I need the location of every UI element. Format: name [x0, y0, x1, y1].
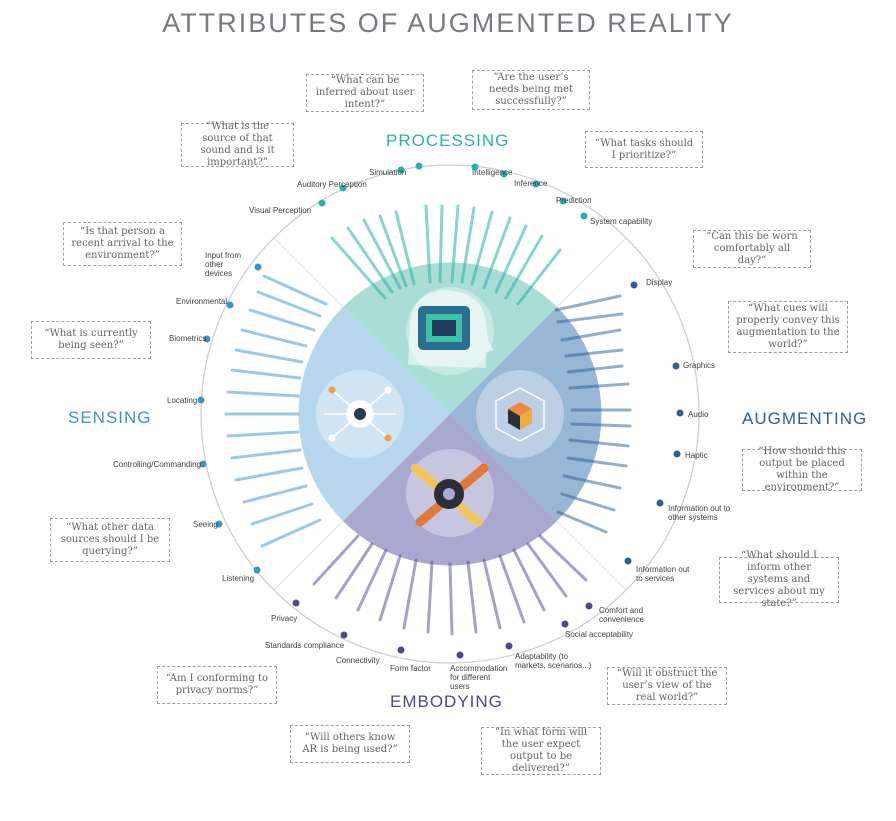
question-currently-seen: “What is currently being seen?” — [31, 321, 151, 359]
attr-comfort-convenience: Comfort and convenience — [599, 606, 644, 624]
ring-dots-processing — [318, 162, 588, 220]
attr-info-out-services: Information out to services — [636, 565, 690, 583]
sub-attribute-lines-sensing — [224, 274, 328, 548]
attr-social-acceptability: Social acceptability — [565, 630, 634, 639]
attr-intelligence: Intelligence — [472, 168, 513, 177]
attr-environmental: Environmental — [176, 297, 228, 306]
ring-dots-embodying — [292, 599, 593, 659]
question-task-priority: “What tasks should I prioritize?” — [585, 131, 703, 168]
attr-seeing: Seeing — [193, 520, 218, 529]
question-output-form: “In what form will the user expect outpu… — [481, 727, 601, 775]
question-inform-services: “What should I inform other systems and … — [719, 550, 839, 609]
sub-attribute-lines-augmenting — [554, 294, 632, 534]
section-sensing: SENSING — [68, 408, 152, 427]
attr-input-other-devices: Input from other devices — [205, 251, 242, 278]
attr-auditory-perception: Auditory Perception — [297, 180, 367, 189]
attr-graphics: Graphics — [683, 361, 716, 370]
attr-biometrics: Biometrics — [169, 334, 207, 343]
attr-privacy: Privacy — [271, 614, 298, 623]
attr-simulation: Simulation — [369, 168, 407, 177]
question-sound-source: “What is the source of that sound and is… — [181, 121, 294, 168]
section-processing: PROCESSING — [386, 131, 510, 150]
question-data-sources: “What other data sources should I be que… — [50, 518, 170, 562]
question-worn-comfort: “Can this be worn comfortably all day?” — [693, 230, 811, 268]
question-privacy-norms: “Am I conforming to privacy norms?” — [157, 666, 277, 704]
attr-listening: Listening — [222, 574, 255, 583]
section-embodying: EMBODYING — [390, 692, 503, 711]
eye-network-icon — [324, 386, 396, 442]
question-convey-cues: “What cues will properly convey this aug… — [728, 301, 848, 353]
sub-attribute-lines-embodying — [312, 534, 588, 636]
question-user-intent: “What can be inferred about user intent?… — [306, 74, 424, 112]
ring-dots-augmenting — [624, 281, 684, 565]
diagram-title: ATTRIBUTES OF AUGMENTED REALITY — [162, 8, 734, 38]
sub-attribute-lines-processing — [330, 204, 562, 306]
attr-locating: Locating — [167, 396, 198, 405]
ring-dots-sensing — [197, 263, 262, 574]
attr-display: Display — [646, 278, 673, 287]
attr-system-capability: System capability — [590, 217, 653, 226]
cube-3d-icon — [495, 387, 545, 442]
attr-form-factor: Form factor — [390, 664, 431, 673]
outer-ring — [200, 164, 700, 664]
attr-prediction: Prediction — [556, 196, 592, 205]
question-output-placement: “How should this output be placed within… — [742, 446, 862, 493]
attr-controlling-commanding: Controlling/Commanding — [113, 460, 202, 469]
attr-info-out-systems: Information out to other systems — [668, 504, 731, 522]
attr-haptic: Haptic — [685, 451, 708, 460]
attr-standards-compliance: Standards compliance — [265, 641, 345, 650]
tools-gear-icon — [410, 463, 489, 527]
head-circuit-icon — [408, 290, 494, 368]
attr-connectivity: Connectivity — [336, 656, 380, 665]
section-augmenting: AUGMENTING — [742, 409, 868, 428]
attr-accommodation: Accommodation for different users — [450, 664, 508, 691]
question-obstruct-view: “Will it obstruct the user’s view of the… — [607, 667, 727, 705]
attr-adaptability: Adaptability (to markets, scenarios...) — [515, 652, 592, 670]
attr-inference: Inference — [514, 179, 548, 188]
question-others-know-ar: “Will others know AR is being used?” — [290, 725, 410, 763]
attr-visual-perception: Visual Perception — [249, 206, 312, 215]
question-needs-met: “Are the user’s needs being met successf… — [472, 70, 590, 110]
question-recent-arrival: “Is that person a recent arrival to the … — [63, 222, 182, 266]
attr-audio: Audio — [688, 410, 709, 419]
